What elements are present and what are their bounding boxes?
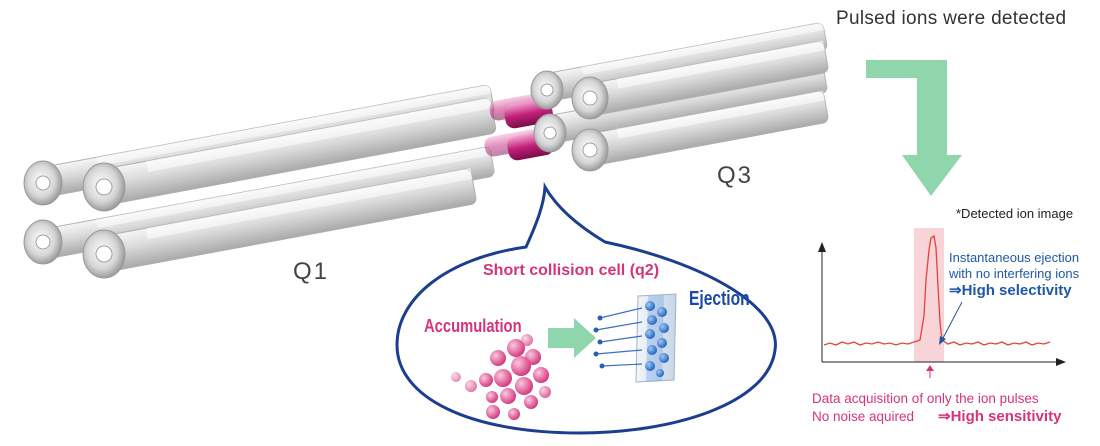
q3-rod-lower-front (587, 90, 829, 166)
selectivity-line-1: Instantaneous ejection (949, 250, 1080, 265)
q3-rod-set (530, 22, 829, 172)
q2-speech-bubble (395, 181, 777, 435)
selectivity-pointer-line (941, 301, 963, 341)
ion-signal-trace (823, 234, 1051, 346)
selectivity-line-2: with no interfering ions (949, 266, 1080, 281)
selectivity-conclusion: ⇒High selectivity (949, 282, 1072, 299)
selectivity-pointer-arrowhead (939, 336, 946, 345)
detected-ion-plot (818, 228, 1066, 378)
collision-cell-title: Short collision cell (q2) (483, 262, 660, 279)
q1-label: Q1 (293, 258, 330, 285)
diagram-title: Pulsed ions were detected (836, 8, 1067, 29)
ejection-ion-stream (593, 293, 677, 383)
plot-x-axis-arrowhead (1056, 358, 1066, 366)
sensitivity-line-1: Data acquisition of only the ion pulses (812, 391, 1039, 406)
sensitivity-pointer-arrowhead (926, 365, 934, 371)
accumulated-ions-cluster (451, 334, 551, 420)
ejection-label: Ejection (689, 288, 750, 310)
q3-label: Q3 (717, 162, 754, 189)
q1-rod-caps (23, 160, 126, 279)
q3-rod-caps (530, 70, 609, 172)
q1-rod-set (23, 84, 497, 279)
sensitivity-conclusion: ⇒High sensitivity (938, 408, 1062, 425)
sensitivity-line-2: No noise aquired (812, 409, 915, 424)
q2-collision-cell-rods (484, 93, 554, 161)
detection-arrow (866, 60, 962, 196)
plot-y-axis-arrowhead (818, 242, 826, 252)
detected-ion-image-note: *Detected ion image (956, 206, 1074, 221)
accumulation-to-ejection-arrow (548, 318, 596, 358)
accumulation-label: Accumulation (424, 316, 522, 336)
